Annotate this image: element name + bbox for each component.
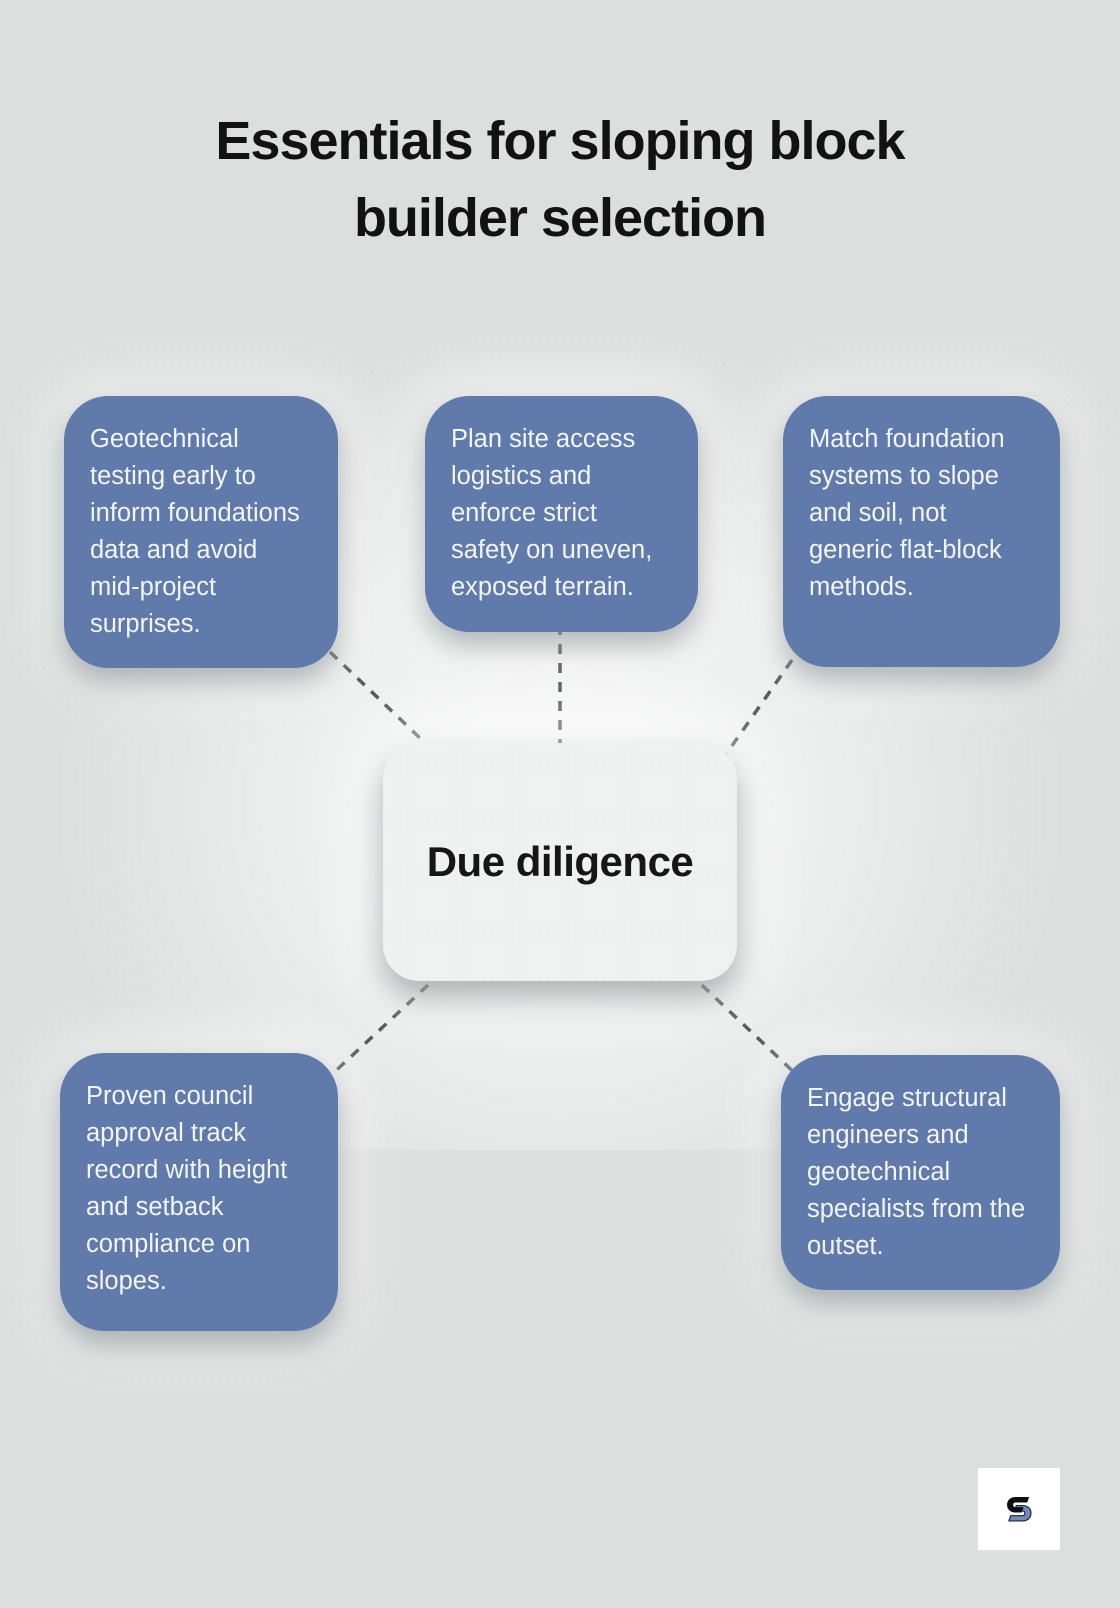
connector-bottom-right	[686, 970, 802, 1080]
node-text: Engage structural engineers and geotechn…	[807, 1084, 1026, 1260]
node-engage-engineers: Engage structural engineers and geotechn…	[781, 1055, 1060, 1290]
node-text: Plan site access logistics and enforce s…	[451, 425, 653, 601]
node-text: Match foundation systems to slope and so…	[809, 425, 1005, 601]
center-node: Due diligence	[383, 743, 737, 981]
node-foundation-systems: Match foundation systems to slope and so…	[783, 396, 1060, 667]
node-text: Proven council approval track record wit…	[86, 1082, 288, 1295]
node-geotechnical-testing: Geotechnical testing early to inform fou…	[64, 396, 338, 668]
brand-logo-tile	[978, 1468, 1060, 1550]
node-text: Geotechnical testing early to inform fou…	[90, 425, 300, 638]
node-site-access: Plan site access logistics and enforce s…	[425, 396, 698, 632]
connector-bottom-left	[326, 970, 444, 1080]
center-node-label: Due diligence	[426, 838, 694, 885]
node-council-approval: Proven council approval track record wit…	[60, 1053, 338, 1331]
page-title: Essentials for sloping block builder sel…	[215, 111, 905, 248]
s-monogram-icon	[1007, 1497, 1032, 1522]
connector-top-right	[720, 658, 794, 762]
